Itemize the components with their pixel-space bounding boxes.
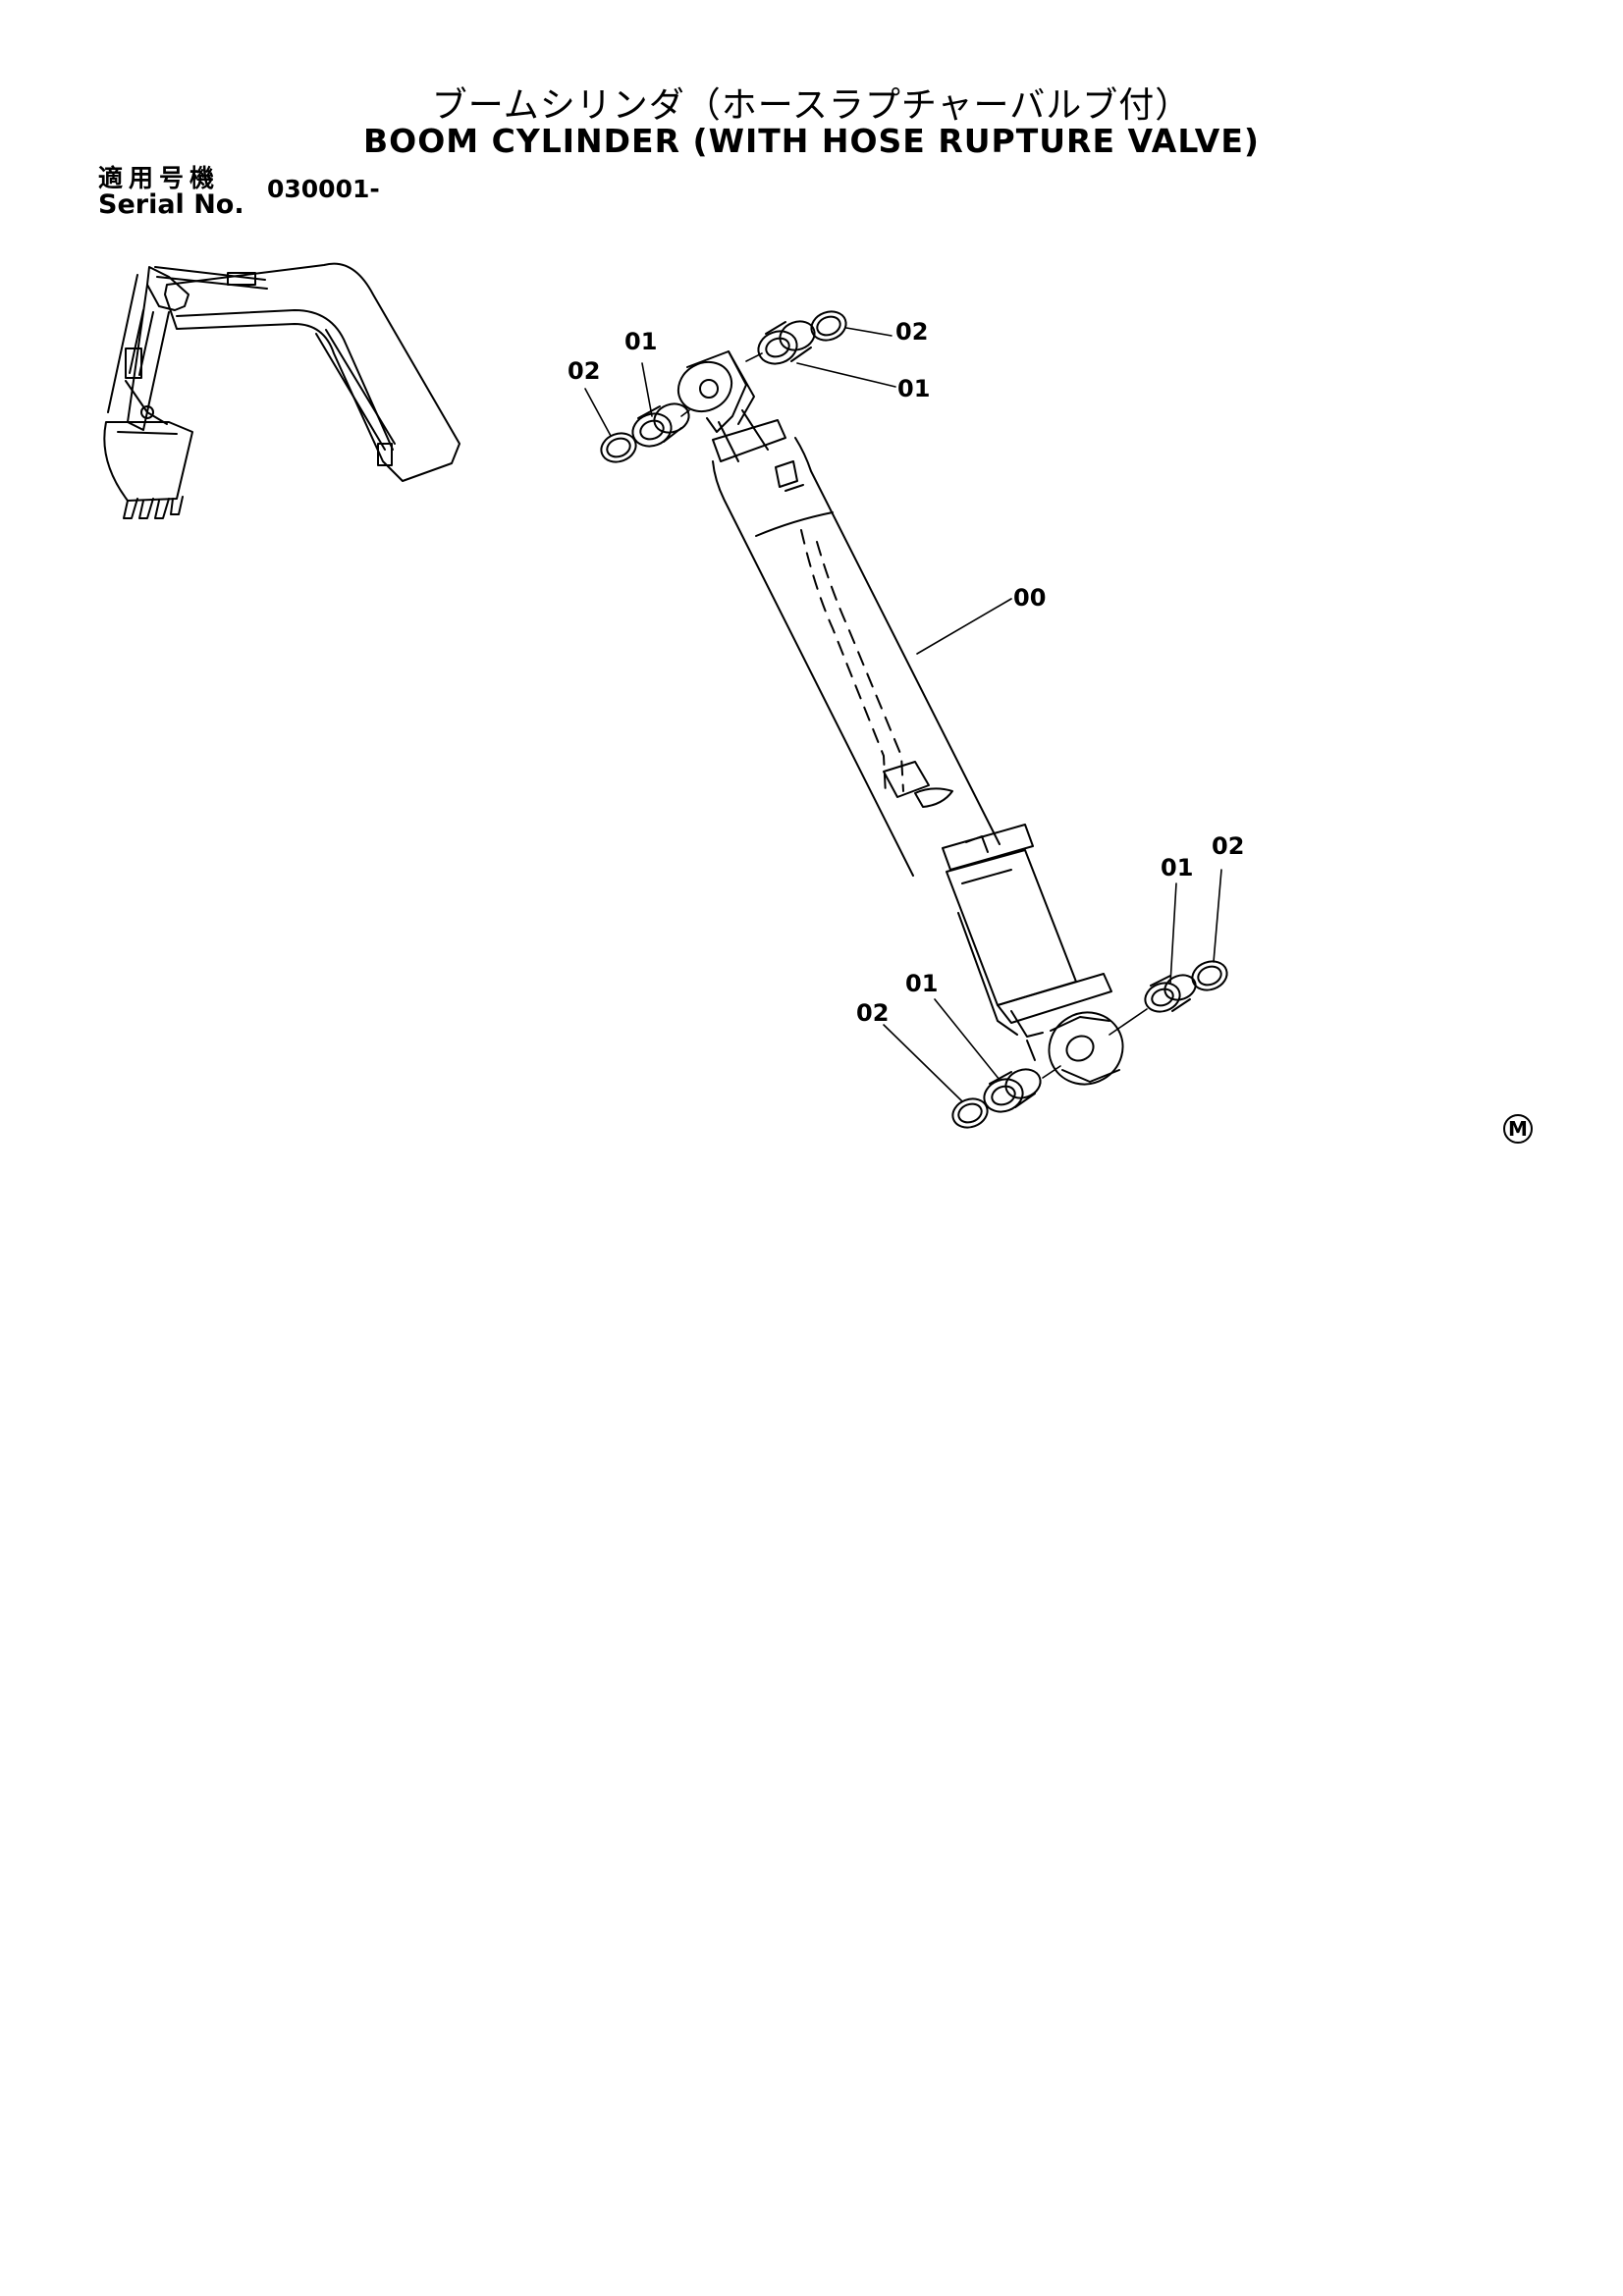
bushing-bottom-right — [1144, 974, 1197, 1013]
seal-top-left — [600, 432, 637, 463]
callout-02-bottom-right: 02 — [1212, 832, 1244, 860]
circled-m-mark: M — [1503, 1114, 1533, 1144]
callout-01-bottom-right: 01 — [1161, 854, 1193, 881]
title-japanese: ブームシリンダ（ホースラプチャーバルブ付） — [431, 85, 1192, 126]
boom-cylinder-body — [676, 350, 1124, 1086]
callout-01-top-right: 01 — [897, 375, 930, 402]
serial-range: 030001- — [267, 175, 380, 203]
callout-02-bottom-left: 02 — [856, 999, 889, 1027]
callout-02-top-right: 02 — [895, 318, 928, 346]
seal-bottom-right — [1191, 960, 1228, 991]
seal-bottom-left — [951, 1097, 989, 1129]
callout-01-top-left: 01 — [624, 328, 657, 355]
serial-label-japanese: 適用号機 — [98, 164, 221, 192]
bushing-bottom-left — [983, 1068, 1042, 1113]
callout-00: 00 — [1013, 584, 1046, 612]
bushing-top-left — [631, 402, 690, 448]
excavator-attachment-thumbnail — [103, 262, 460, 519]
callout-01-bottom-left: 01 — [905, 970, 938, 997]
callout-02-top-left: 02 — [568, 357, 600, 385]
mark-letter: M — [1508, 1117, 1528, 1141]
seal-top-right — [810, 310, 847, 342]
leader-lines — [584, 327, 1222, 1102]
bushing-top-right — [757, 320, 816, 365]
serial-label-english: Serial No. — [98, 189, 244, 220]
title-english: BOOM CYLINDER (WITH HOSE RUPTURE VALVE) — [363, 122, 1260, 160]
